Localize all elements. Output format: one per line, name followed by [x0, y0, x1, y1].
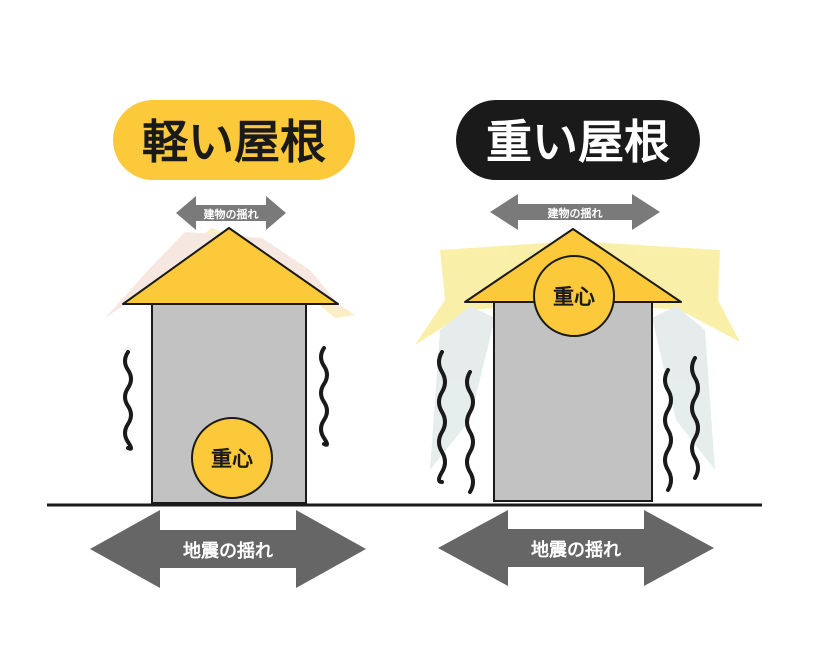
heavy-right-inner-vibration-wave	[663, 368, 673, 492]
light-building-sway-arrow	[176, 196, 286, 230]
light-roof-panel: 軽い屋根 建物の揺れ 重心 地震の揺れ	[90, 100, 366, 588]
heavy-earthquake-arrow	[438, 510, 714, 586]
heavy-roof-title: 重い屋根	[486, 115, 670, 169]
heavy-left-inner-vibration-wave	[465, 370, 475, 494]
light-earthquake-label: 地震の揺れ	[183, 540, 273, 562]
light-earthquake-arrow	[90, 510, 366, 588]
heavy-earthquake-label: 地震の揺れ	[531, 539, 621, 561]
light-right-vibration-wave	[319, 346, 329, 447]
heavy-right-outer-vibration-wave	[690, 356, 700, 480]
heavy-roof-panel: 重い屋根 建物の揺れ 重心 地震の揺れ	[415, 100, 740, 586]
light-roof-title-pill	[113, 100, 355, 180]
light-building-sway-label: 建物の揺れ	[204, 207, 259, 221]
heavy-left-outer-vibration-wave	[437, 350, 447, 484]
heavy-building-sway-arrow	[490, 194, 660, 230]
heavy-building-sway-label: 建物の揺れ	[548, 206, 603, 220]
light-center-of-gravity	[191, 417, 273, 499]
heavy-center-of-gravity-label: 重心	[553, 285, 595, 309]
light-roof-title: 軽い屋根	[142, 115, 326, 169]
light-left-vibration-wave	[123, 350, 133, 451]
heavy-roof-title-pill	[456, 100, 700, 180]
heavy-center-of-gravity	[533, 255, 615, 337]
light-roof	[122, 227, 339, 305]
light-center-of-gravity-label: 重心	[211, 447, 253, 471]
